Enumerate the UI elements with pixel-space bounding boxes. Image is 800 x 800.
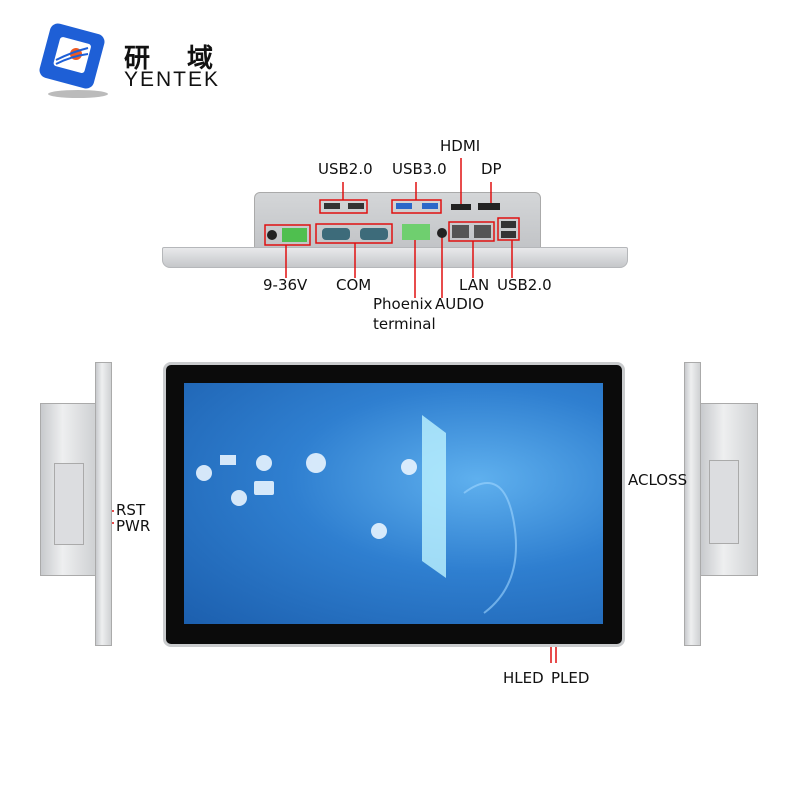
label-terminal: terminal <box>373 315 436 333</box>
left-side-bezel <box>95 362 112 646</box>
right-side-bezel <box>684 362 701 646</box>
left-side-panel <box>54 463 84 545</box>
rear-io-chassis <box>254 192 541 248</box>
brand-name-cn: 研 域 <box>124 44 228 74</box>
label-pled: PLED <box>551 669 590 687</box>
label-usb2-top: USB2.0 <box>318 160 373 178</box>
logo <box>38 22 108 98</box>
right-side-panel <box>709 460 739 544</box>
label-phoenix: Phoenix <box>373 295 433 313</box>
label-dp: DP <box>481 160 502 178</box>
label-power: 9-36V <box>263 276 308 294</box>
label-usb2-bottom: USB2.0 <box>497 276 552 294</box>
screen <box>184 383 603 624</box>
label-hled: HLED <box>503 669 544 687</box>
brand-name-en: YENTEK <box>124 68 221 91</box>
label-hdmi: HDMI <box>440 137 481 155</box>
label-usb3: USB3.0 <box>392 160 447 178</box>
label-lan: LAN <box>459 276 490 294</box>
label-audio: AUDIO <box>435 295 485 313</box>
label-acloss: ACLOSS <box>628 471 688 489</box>
label-pwr: PWR <box>116 517 151 535</box>
label-com: COM <box>336 276 372 294</box>
label-rst: RST <box>116 501 146 519</box>
